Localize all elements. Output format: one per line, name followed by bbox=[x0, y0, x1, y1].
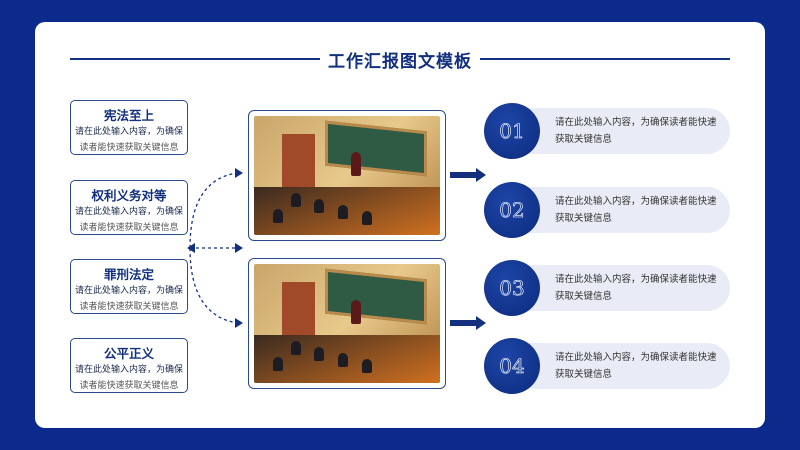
left-item: 公平正义请在此处输入内容，为确保读者能快速获取关键信息 bbox=[70, 338, 188, 393]
number-badge: 04 bbox=[484, 338, 540, 394]
left-item-text: 读者能快速获取关键信息 bbox=[79, 223, 179, 233]
number-badge: 01 bbox=[484, 103, 540, 159]
title-divider-right bbox=[480, 58, 730, 60]
right-arrow-icon bbox=[450, 316, 486, 330]
left-item-text: 请在此处输入内容，为确保 bbox=[74, 207, 183, 217]
left-item: 宪法至上请在此处输入内容，为确保读者能快速获取关键信息 bbox=[70, 100, 188, 155]
info-text: 请在此处输入内容，为确保读者能快速获取关键信息 bbox=[555, 196, 717, 224]
number-badge: 03 bbox=[484, 260, 540, 316]
title-divider-left bbox=[70, 58, 320, 60]
left-item-heading: 公平正义 bbox=[103, 346, 154, 361]
number-badge: 02 bbox=[484, 182, 540, 238]
left-item: 罪刑法定请在此处输入内容，为确保读者能快速获取关键信息 bbox=[70, 259, 188, 314]
left-item-heading: 宪法至上 bbox=[103, 108, 154, 123]
right-arrow-icon bbox=[450, 168, 486, 182]
left-item-text: 请在此处输入内容，为确保 bbox=[74, 365, 183, 375]
info-text: 请在此处输入内容，为确保读者能快速获取关键信息 bbox=[555, 352, 717, 380]
left-item-text: 读者能快速获取关键信息 bbox=[79, 143, 179, 153]
info-text: 请在此处输入内容，为确保读者能快速获取关键信息 bbox=[555, 117, 717, 145]
left-item-text: 读者能快速获取关键信息 bbox=[79, 302, 179, 312]
classroom-photo bbox=[248, 258, 446, 389]
left-item-text: 请在此处输入内容，为确保 bbox=[74, 286, 183, 296]
classroom-photo bbox=[248, 110, 446, 241]
left-item-heading: 权利义务对等 bbox=[91, 188, 167, 203]
left-item-heading: 罪刑法定 bbox=[103, 267, 154, 282]
left-item-text: 请在此处输入内容，为确保 bbox=[74, 127, 183, 137]
dashed-connector-arrows bbox=[187, 168, 243, 328]
slide-title: 工作汇报图文模板 bbox=[328, 52, 472, 72]
left-item-text: 读者能快速获取关键信息 bbox=[79, 381, 179, 391]
info-text: 请在此处输入内容，为确保读者能快速获取关键信息 bbox=[555, 274, 717, 302]
left-item: 权利义务对等请在此处输入内容，为确保读者能快速获取关键信息 bbox=[70, 180, 188, 235]
